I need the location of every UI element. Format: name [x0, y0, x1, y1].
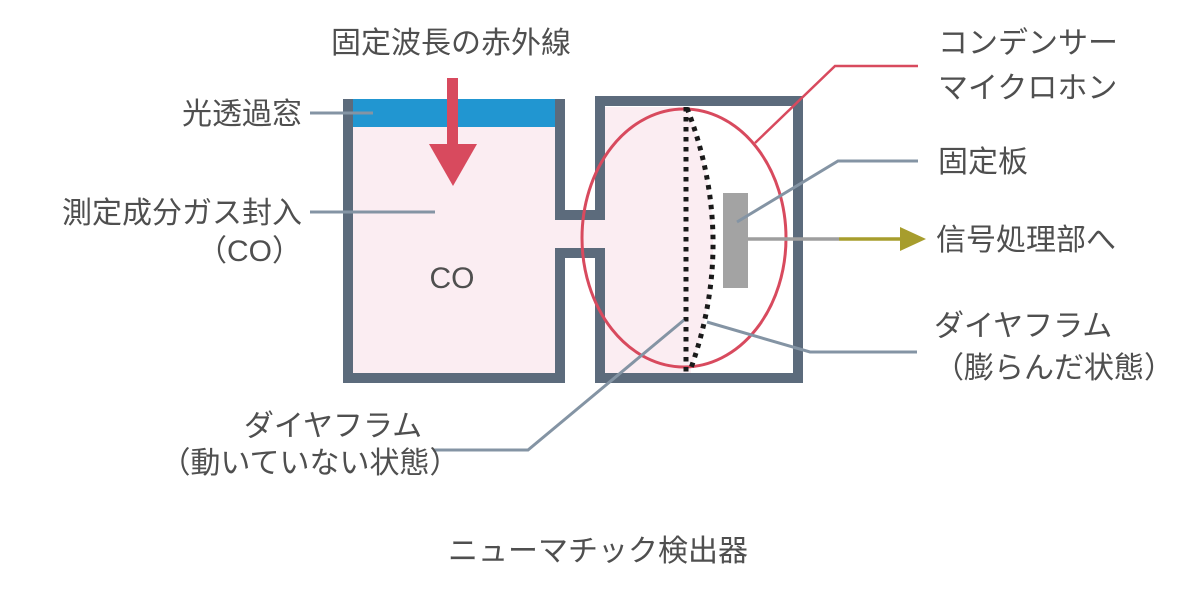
right-chamber-wall-bottom — [595, 373, 803, 383]
label-microphone-line2: マイクロホン — [938, 72, 1117, 105]
tube-wall-bottom — [555, 248, 605, 258]
label-infrared: 固定波長の赤外線 — [331, 27, 571, 60]
label-gas-line1: 測定成分ガス封入 — [62, 197, 302, 230]
leader-diaphragm-still — [433, 318, 685, 452]
signal-output — [748, 227, 926, 251]
label-co: CO — [430, 262, 475, 295]
label-diaphragm-bulged-line2: （膨らんだ状態） — [934, 352, 1174, 385]
label-diaphragm-bulged-line1: ダイヤフラム — [934, 310, 1112, 343]
diaphragm-bulged-dotted-line — [684, 107, 716, 369]
infrared-arrow-shaft — [447, 78, 458, 146]
label-fixed-plate: 固定板 — [938, 146, 1028, 179]
label-signal: 信号処理部へ — [936, 224, 1116, 257]
left-chamber-wall-left — [343, 99, 353, 383]
leader-fixed-plate — [736, 159, 918, 224]
tube-channel — [553, 220, 607, 248]
left-chamber-wall-bottom — [343, 373, 565, 383]
leader-microphone — [754, 64, 918, 144]
label-diaphragm-still-line1: ダイヤフラム — [244, 410, 422, 443]
right-chamber-wall-top — [595, 96, 803, 106]
fixed-plate-shape — [723, 193, 748, 288]
label-gas-line2: （CO） — [197, 235, 302, 268]
infrared-arrowhead — [429, 144, 477, 186]
leader-diaphragm-bulged — [706, 320, 917, 354]
expanded-gas-fill — [605, 107, 714, 373]
tube-wall-top — [555, 210, 605, 220]
label-window: 光透過窓 — [182, 98, 302, 131]
connecting-tube — [553, 210, 607, 258]
infrared-arrow — [429, 78, 477, 186]
signal-arrowhead — [900, 227, 926, 251]
label-microphone-line1: コンデンサー — [938, 27, 1118, 60]
diagram-title: ニューマチック検出器 — [448, 535, 748, 568]
label-diaphragm-still-line2: （動いていない状態） — [160, 447, 459, 480]
